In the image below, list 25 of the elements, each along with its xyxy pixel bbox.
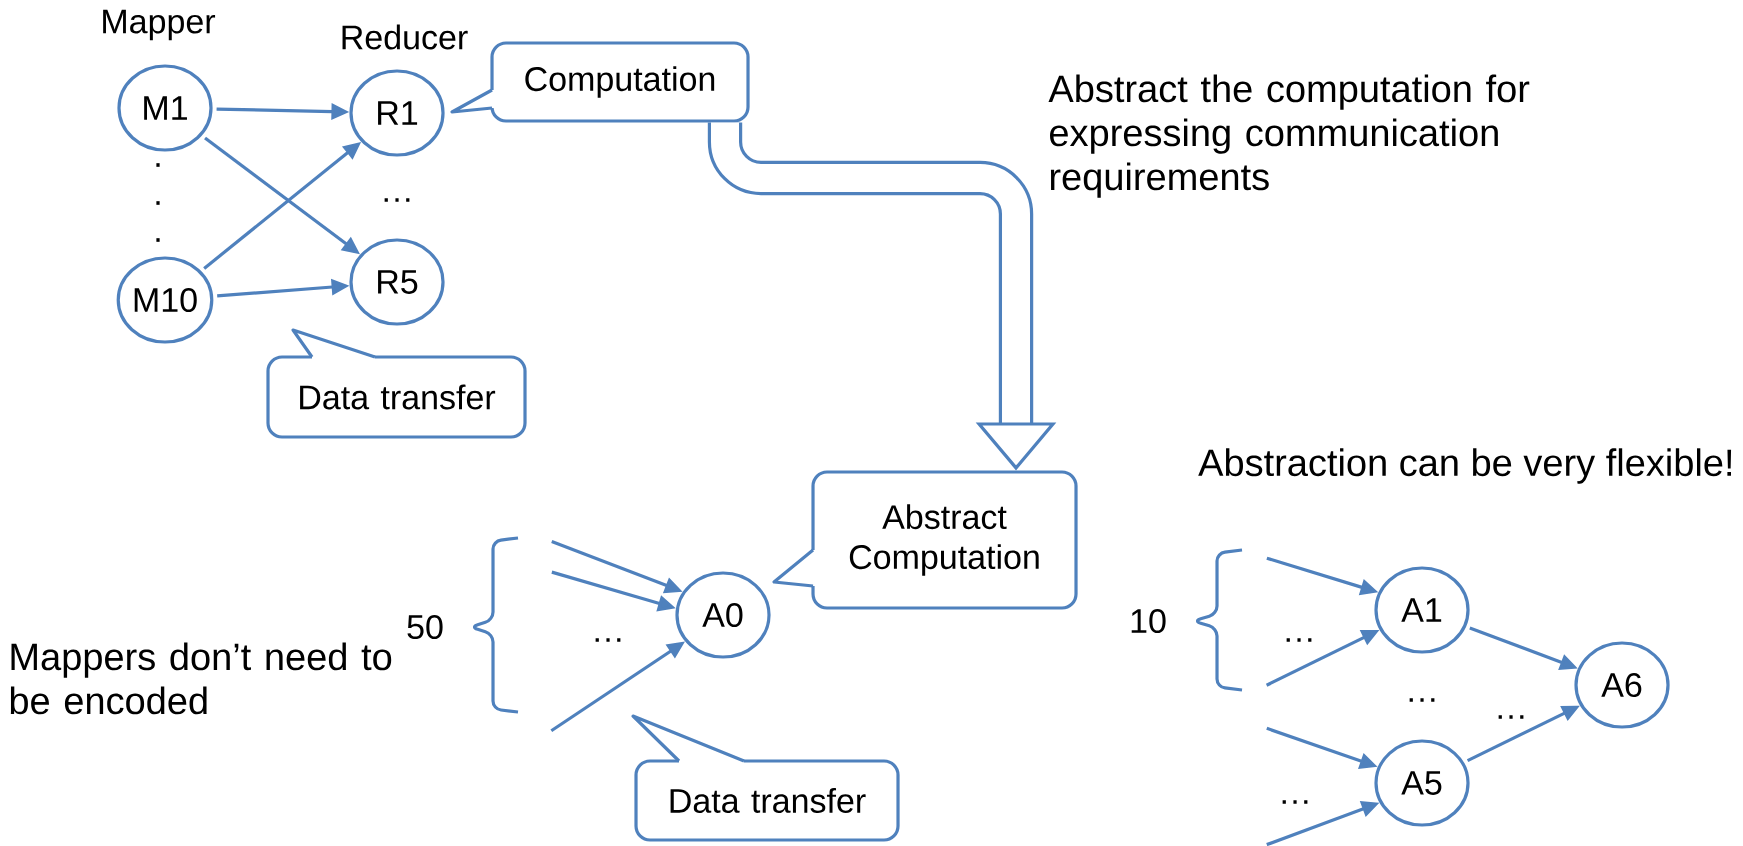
circle-node: M1 <box>117 64 213 152</box>
text-label: Abstract the computation for expressing communication requirements <box>1048 74 1530 198</box>
text-label: … <box>1286 638 1312 642</box>
circle-node: A1 <box>1374 566 1470 654</box>
text-label: … <box>1498 715 1524 719</box>
callout-box: Data transfer <box>631 714 900 842</box>
circle-node: R5 <box>349 238 445 326</box>
text-label: … <box>384 198 410 202</box>
text-label: . <box>156 163 160 167</box>
text-label: Abstraction can be very flexible! <box>1198 448 1732 484</box>
text-label: 50 <box>407 614 443 640</box>
circle-node: M10 <box>116 256 214 344</box>
text-label: … <box>1409 698 1435 702</box>
text-label: … <box>1282 800 1308 804</box>
text-label: . <box>156 201 160 205</box>
circle-node: A6 <box>1574 641 1670 729</box>
callout-box: Abstract Computation <box>772 470 1078 610</box>
text-label: . <box>156 238 160 242</box>
circle-node: R1 <box>349 69 445 157</box>
text-label: 10 <box>1131 608 1166 634</box>
circle-node: A5 <box>1374 739 1470 827</box>
text-label: … <box>595 638 621 642</box>
text-label: Mappers don’t need to be encoded <box>10 642 392 715</box>
circle-node: A0 <box>675 571 771 659</box>
callout-box: Data transfer <box>266 328 527 439</box>
